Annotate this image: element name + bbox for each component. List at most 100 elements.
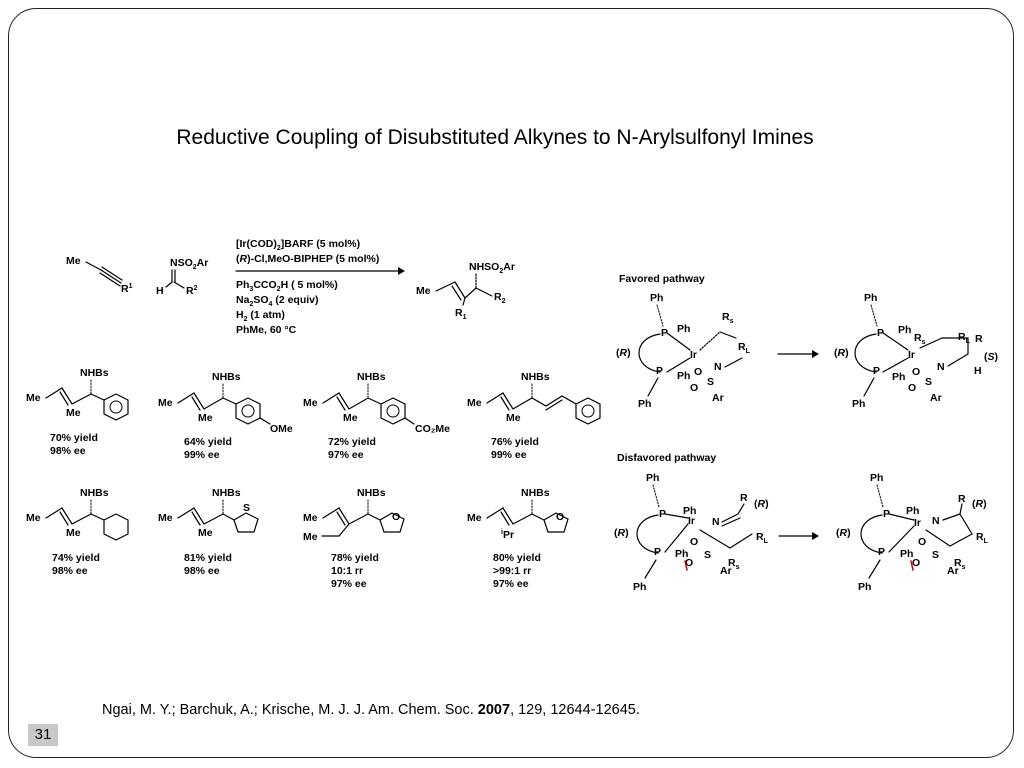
svg-text:Ir: Ir bbox=[690, 349, 697, 361]
svg-text:NHBs: NHBs bbox=[212, 487, 241, 499]
example-3: NHBs Me Me CO₂Me 72% yield 97% ee bbox=[303, 371, 450, 461]
svg-text:NHBs: NHBs bbox=[80, 367, 109, 379]
disfavored-pathway: Disfavored pathway Ph P Ph (R) P Ir Ph P… bbox=[614, 452, 989, 593]
svg-text:P: P bbox=[656, 365, 663, 377]
svg-text:Rs: Rs bbox=[914, 332, 926, 346]
svg-text:CO₂Me: CO₂Me bbox=[415, 423, 450, 435]
svg-text:Me: Me bbox=[198, 412, 213, 424]
svg-text:Me: Me bbox=[506, 412, 521, 424]
svg-text:>99:1 rr: >99:1 rr bbox=[493, 565, 531, 577]
svg-text:NHBs: NHBs bbox=[212, 371, 241, 383]
svg-text:O: O bbox=[918, 536, 926, 548]
svg-text:74% yield: 74% yield bbox=[52, 552, 100, 564]
svg-text:NHSO2Ar: NHSO2Ar bbox=[469, 261, 515, 275]
svg-text:Ar: Ar bbox=[720, 565, 732, 577]
svg-text:S: S bbox=[925, 376, 932, 388]
svg-text:NHBs: NHBs bbox=[80, 487, 109, 499]
slide-number: 31 bbox=[28, 724, 58, 746]
svg-text:98% ee: 98% ee bbox=[52, 565, 88, 577]
svg-text:NHBs: NHBs bbox=[521, 371, 550, 383]
svg-text:Favored pathway: Favored pathway bbox=[619, 273, 705, 285]
svg-text:P: P bbox=[659, 508, 666, 520]
svg-text:81% yield: 81% yield bbox=[184, 552, 232, 564]
svg-text:R1: R1 bbox=[121, 283, 133, 295]
citation-year: 2007 bbox=[477, 702, 511, 718]
svg-text:Ph: Ph bbox=[892, 371, 905, 383]
svg-text:Ir: Ir bbox=[688, 515, 695, 527]
svg-text:O: O bbox=[912, 557, 920, 569]
svg-text:Ph3CCO2H ( 5 mol%): Ph3CCO2H ( 5 mol%) bbox=[236, 279, 338, 293]
svg-text:99% ee: 99% ee bbox=[184, 449, 220, 461]
svg-text:Ar: Ar bbox=[712, 392, 724, 404]
svg-text:RL: RL bbox=[958, 331, 971, 345]
svg-text:P: P bbox=[654, 546, 661, 558]
svg-text:P: P bbox=[873, 365, 880, 377]
svg-text:Me: Me bbox=[303, 531, 318, 543]
svg-text:70% yield: 70% yield bbox=[50, 432, 98, 444]
svg-text:O: O bbox=[694, 366, 702, 378]
svg-text:(R): (R) bbox=[834, 347, 849, 359]
svg-text:S: S bbox=[932, 549, 939, 561]
svg-text:RL: RL bbox=[756, 531, 769, 545]
svg-text:Me: Me bbox=[343, 412, 358, 424]
favored-pathway: Favored pathway Ph P Ph (R) P Ir Ph Ph O… bbox=[616, 273, 998, 410]
svg-text:(R): (R) bbox=[972, 498, 987, 510]
svg-text:Ph: Ph bbox=[675, 548, 688, 560]
svg-text:Ph: Ph bbox=[683, 505, 696, 517]
svg-text:Ph: Ph bbox=[650, 292, 663, 304]
svg-text:PhMe, 60 °C: PhMe, 60 °C bbox=[236, 324, 297, 336]
svg-text:(R): (R) bbox=[754, 498, 769, 510]
example-5: NHBs Me Me 74% yield 98% ee bbox=[26, 487, 129, 577]
svg-text:Me: Me bbox=[467, 397, 482, 409]
svg-text:R1: R1 bbox=[455, 307, 467, 321]
product-structure: NHSO2Ar Me R2 R1 bbox=[416, 261, 515, 321]
svg-text:97% ee: 97% ee bbox=[493, 578, 529, 590]
svg-text:Ph: Ph bbox=[870, 472, 883, 484]
svg-text:NHBs: NHBs bbox=[357, 371, 386, 383]
slide-title: Reductive Coupling of Disubstituted Alky… bbox=[176, 126, 814, 149]
svg-text:O: O bbox=[556, 511, 564, 523]
svg-text:O: O bbox=[690, 382, 698, 394]
svg-text:N: N bbox=[712, 516, 720, 528]
svg-text:O: O bbox=[908, 382, 916, 394]
svg-text:P: P bbox=[878, 546, 885, 558]
svg-text:RL: RL bbox=[738, 341, 751, 355]
svg-text:N: N bbox=[932, 515, 940, 527]
svg-text:76% yield: 76% yield bbox=[491, 436, 539, 448]
svg-text:64% yield: 64% yield bbox=[184, 436, 232, 448]
svg-text:Ar: Ar bbox=[930, 392, 942, 404]
svg-text:[Ir(COD)2]BARF (5 mol%): [Ir(COD)2]BARF (5 mol%) bbox=[236, 238, 360, 252]
svg-text:Ph: Ph bbox=[638, 398, 651, 410]
svg-text:98% ee: 98% ee bbox=[50, 445, 86, 457]
svg-text:P: P bbox=[883, 508, 890, 520]
svg-text:Me: Me bbox=[158, 397, 173, 409]
svg-text:Ph: Ph bbox=[677, 323, 690, 335]
svg-text:Me: Me bbox=[416, 285, 431, 297]
svg-text:O: O bbox=[912, 366, 920, 378]
svg-text:P: P bbox=[661, 327, 668, 339]
svg-text:Ph: Ph bbox=[864, 292, 877, 304]
svg-text:Ph: Ph bbox=[898, 324, 911, 336]
svg-text:72% yield: 72% yield bbox=[328, 436, 376, 448]
svg-text:Me: Me bbox=[26, 512, 41, 524]
svg-text:Ph: Ph bbox=[906, 505, 919, 517]
svg-text:R: R bbox=[975, 333, 983, 345]
slide-frame bbox=[8, 8, 1014, 758]
svg-text:RL: RL bbox=[976, 531, 989, 545]
svg-text:NHBs: NHBs bbox=[357, 487, 386, 499]
svg-text:99% ee: 99% ee bbox=[491, 449, 527, 461]
svg-text:80% yield: 80% yield bbox=[493, 552, 541, 564]
example-1: NHBs Me Me 70% yield 98% ee bbox=[26, 367, 129, 457]
svg-text:Ph: Ph bbox=[858, 581, 871, 593]
svg-text:Rs: Rs bbox=[722, 311, 734, 325]
svg-text:S: S bbox=[243, 502, 250, 514]
svg-text:O: O bbox=[392, 511, 400, 523]
svg-text:H: H bbox=[156, 285, 164, 297]
example-8: NHBs Me iPr O 80% yield >99:1 rr 97% ee bbox=[467, 487, 569, 590]
svg-text:Na2SO4 (2 equiv): Na2SO4 (2 equiv) bbox=[236, 294, 319, 308]
citation-rest: , 129, 12644-12645. bbox=[510, 702, 640, 718]
svg-text:Me: Me bbox=[303, 512, 318, 524]
svg-text:Rs: Rs bbox=[954, 557, 966, 571]
svg-text:Me: Me bbox=[198, 527, 213, 539]
